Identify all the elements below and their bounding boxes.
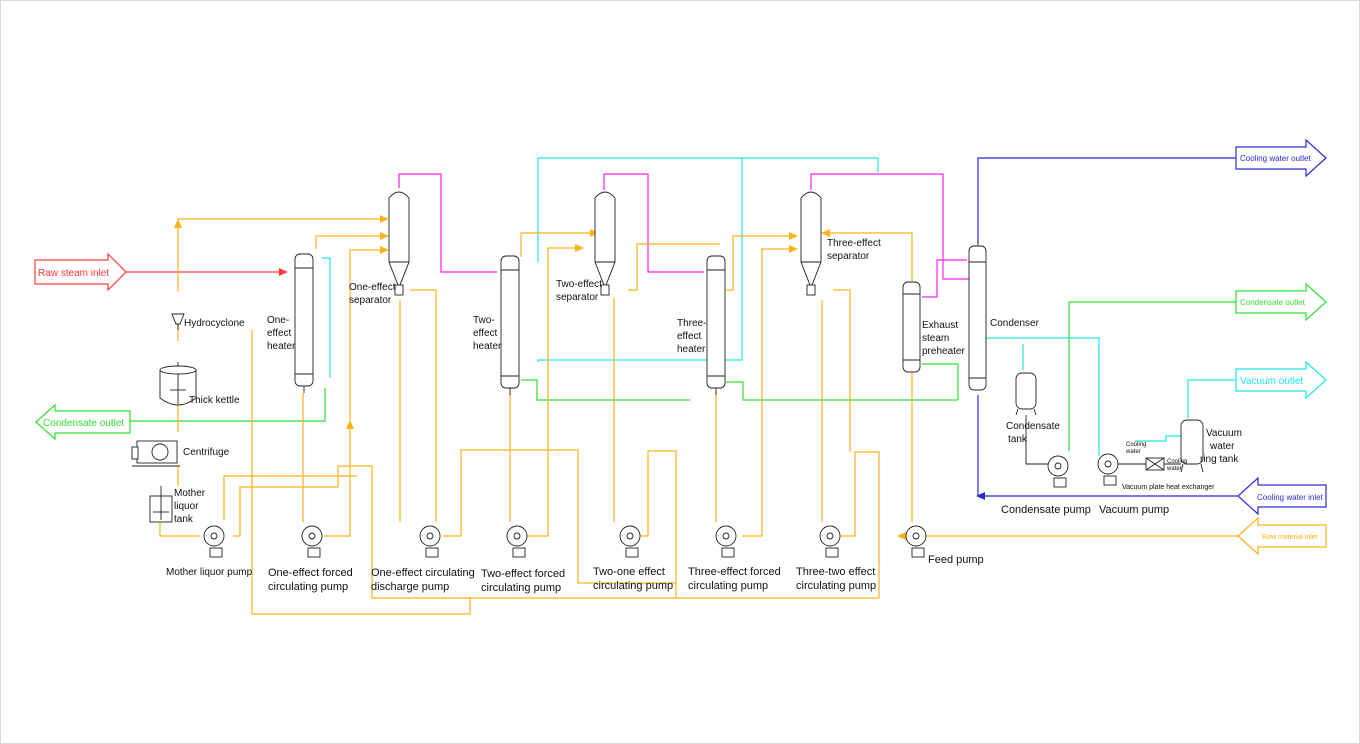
three-effect-separator [800,191,822,296]
three-two-effect-pump-label: Three-two effect circulating pump [796,566,878,592]
cooling-water-inlet-arrow: Cooling water inlet [1237,476,1327,516]
three-two-effect-pump-symbol [819,525,841,558]
vacuum-lines [322,157,1316,456]
mother-liquor-pump-symbol [203,525,225,558]
condensate-tank [1015,372,1048,465]
condensate-outlet-right-arrow: Condensate outlet [1235,282,1327,322]
one-effect-heater [294,253,314,393]
centrifuge-label: Centrifuge [183,447,230,458]
vacuum-water-ring-tank [1180,419,1204,473]
vacuum-outlet-arrow: Vacuum outlet [1235,360,1327,400]
one-effect-forced-pump-label: One-effect forced circulating pump [268,567,356,593]
hydrocyclone [171,313,185,330]
one-effect-forced-pump-symbol [301,525,323,558]
feed-pump-label: Feed pump [928,554,984,566]
condenser-label: Condenser [990,318,1040,329]
condensate-outlet-left-arrow: Condensate outlet [35,403,131,441]
vapor-lines [398,173,972,298]
cooling-water-small-label: Cooling water [1125,442,1148,455]
centrifuge [131,440,180,467]
one-effect-heater-label: One- effect heater [267,315,296,352]
vacuum-plate-heat-exchanger [1115,457,1181,471]
condensate-outlet-right-label: Condensate outlet [1240,298,1306,307]
material-lines [159,218,1240,615]
thick-kettle [159,362,197,406]
vacuum-water-ring-tank-label: Vacuum water ring tank [1200,428,1245,465]
vacuum-pump-label: Vacuum pump [1099,504,1169,516]
two-effect-separator-label: Two-effect separator [556,279,605,303]
mother-liquor-tank [149,486,173,523]
three-effect-heater [706,255,726,395]
two-one-effect-pump-symbol [619,525,641,558]
thick-kettle-label: Thick kettle [189,395,240,406]
condensate-outlet-left-label: Condensate outlet [43,418,124,429]
mother-liquor-pump-label: Mother liquor pump [166,567,253,578]
condensate-pump-symbol [1047,455,1069,488]
vacuum-outlet-label: Vacuum outlet [1240,376,1303,387]
condensate-tank-label: Condensate tank [1006,421,1063,445]
cooling-water-outlet-arrow: Cooling water outlet [1235,138,1327,178]
one-effect-separator [388,191,410,296]
cooling-water-inlet-label: Cooling water inlet [1257,493,1324,502]
three-effect-forced-pump-symbol [715,525,737,558]
one-effect-separator-label: One-effect separator [349,282,398,306]
one-effect-discharge-pump-label: One-effect circulating discharge pump [371,567,478,593]
raw-steam-inlet-label: Raw steam inlet [38,268,109,279]
steam-flow-arrowhead [279,268,288,276]
raw-steam-inlet-arrow: Raw steam inlet [34,252,127,292]
vacuum-plate-heat-exchanger-label: Vacuum plate heat exchanger [1122,484,1215,491]
material-flow-arrowheads [174,215,906,540]
one-effect-discharge-pump-symbol [419,525,441,558]
two-effect-heater-label: Two- effect heater [473,315,502,352]
two-effect-separator [594,191,616,296]
hydrocyclone-label: Hydrocyclone [184,318,245,329]
exhaust-steam-preheater [902,281,921,373]
cooling-water-outlet-label: Cooling water outlet [1240,154,1311,163]
three-effect-separator-label: Three-effect separator [827,238,884,262]
two-one-effect-pump-label: Two-one effect circulating pump [593,566,673,592]
cooling-water-return-arrowhead [976,492,985,500]
raw-material-inlet-arrow: Raw material inlet [1237,516,1327,556]
vacuum-pump-symbol [1097,453,1119,486]
condenser [968,240,987,391]
condensate-pump-label: Condensate pump [1001,504,1091,516]
two-effect-forced-pump-label: Two-effect forced circulating pump [481,568,568,594]
two-effect-forced-pump-symbol [506,525,528,558]
three-effect-heater-label: Three- effect heater [677,318,709,355]
cooling-water-small-label-2: Cooling water [1166,459,1189,472]
raw-material-inlet-label: Raw material inlet [1262,534,1318,541]
feed-pump-symbol [905,525,927,558]
mother-liquor-tank-label: Mother liquor tank [174,488,208,525]
exhaust-steam-preheater-label: Exhaust steam preheater [922,320,965,357]
three-effect-forced-pump-label: Three-effect forced circulating pump [688,566,784,592]
two-effect-heater [500,255,520,395]
